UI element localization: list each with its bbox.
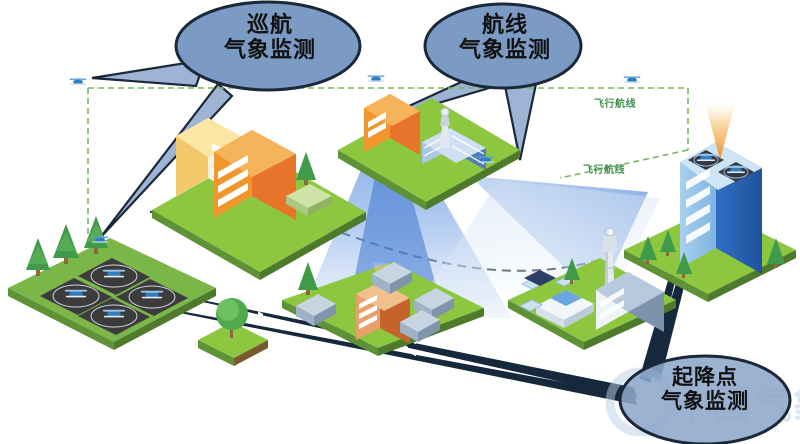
building-orange-mid bbox=[356, 282, 410, 344]
pine-tree bbox=[298, 262, 318, 295]
callout-bubbles[interactable] bbox=[174, 0, 792, 444]
high-rise-block[interactable] bbox=[624, 98, 796, 444]
pine-tree bbox=[639, 230, 785, 278]
pad-drone bbox=[64, 269, 164, 318]
rooftop-beam-highrise bbox=[704, 98, 736, 160]
landing-pads bbox=[40, 258, 188, 335]
callout-cruise-bubble[interactable] bbox=[174, 0, 362, 92]
city-block-center-bottom[interactable] bbox=[282, 262, 484, 444]
rooftop-helipad bbox=[688, 150, 754, 182]
building-orange-tall bbox=[364, 94, 420, 357]
small-tree-island[interactable] bbox=[198, 298, 268, 366]
residential-block[interactable] bbox=[152, 118, 366, 331]
flight-route-green[interactable] bbox=[87, 87, 689, 242]
warehouse bbox=[296, 262, 454, 342]
industrial-building bbox=[596, 272, 664, 332]
building-highrise bbox=[680, 142, 762, 274]
flying-drone bbox=[69, 75, 641, 243]
round-tree bbox=[216, 298, 248, 338]
screen-panel bbox=[524, 270, 556, 286]
signal-cone-secondary bbox=[350, 112, 440, 300]
rooftop-drone bbox=[696, 154, 746, 173]
datacenter-block[interactable] bbox=[508, 227, 676, 444]
callout-route-bubble[interactable] bbox=[423, 2, 583, 90]
callout-landing-point-bubble[interactable] bbox=[618, 354, 792, 444]
control-station bbox=[536, 290, 594, 328]
building-orange bbox=[214, 130, 296, 331]
shed bbox=[286, 184, 332, 216]
landing-pad-platform[interactable] bbox=[8, 216, 216, 350]
antenna-tower bbox=[440, 107, 450, 148]
pine-tree bbox=[26, 216, 108, 276]
tower-block-center-top[interactable] bbox=[338, 94, 520, 357]
pine-tree bbox=[296, 152, 316, 185]
pine-tree bbox=[564, 258, 580, 284]
